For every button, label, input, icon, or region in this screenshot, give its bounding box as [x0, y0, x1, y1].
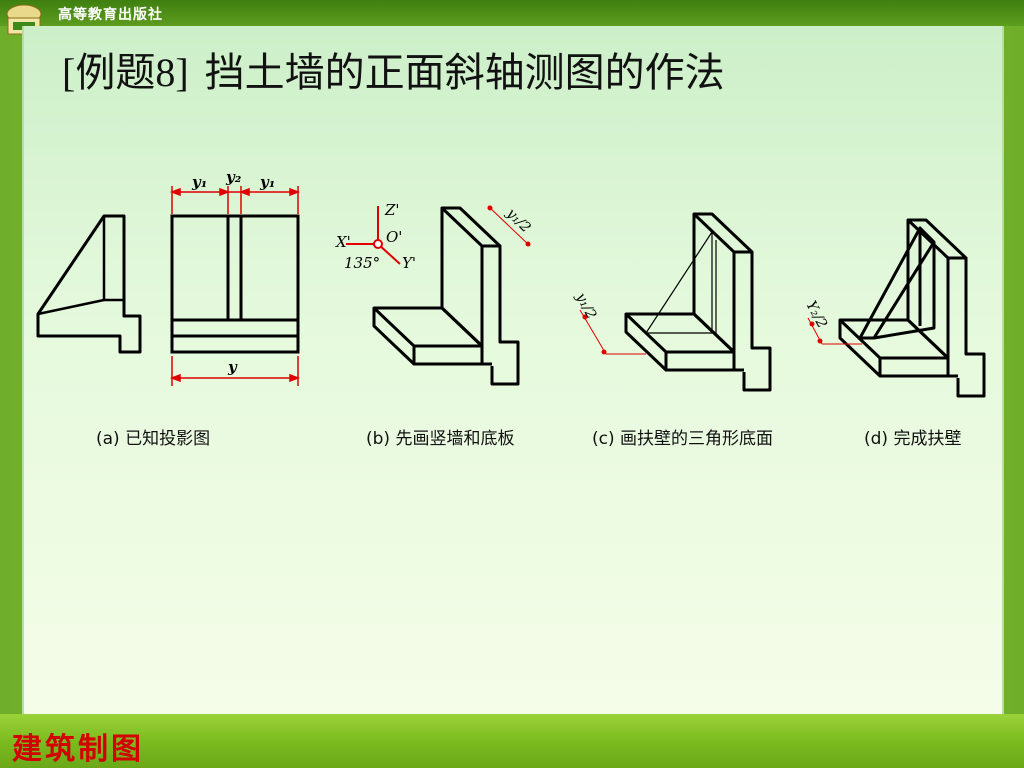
figure-c-dimension: [579, 309, 646, 355]
axis-y-label: Y': [402, 254, 416, 272]
top-bar: [0, 0, 1024, 26]
figure-a-side-view: [36, 214, 142, 354]
content-panel: [22, 26, 1004, 714]
page-title: [例题8] 挡土墙的正面斜轴测图的作法: [62, 40, 725, 98]
angle-label: 135°: [344, 254, 380, 272]
axis-o-label: O': [386, 228, 402, 246]
figure-d-finished: [838, 218, 986, 398]
caption-a: (a) 已知投影图: [96, 429, 211, 449]
figure-b-dimension: [487, 205, 531, 247]
dim-y1-right: y₁: [259, 173, 275, 191]
figure-a-dimensions: [169, 186, 301, 386]
title-prefix: [例题8]: [62, 50, 189, 95]
figure-b-wall-and-base: [372, 206, 520, 386]
figure-b-axes: [346, 206, 401, 265]
figure-c-buttress-base: [624, 212, 772, 392]
axis-z-label: Z': [384, 201, 400, 219]
axis-x-label: X': [335, 233, 351, 251]
dim-y2: y₂: [225, 168, 242, 186]
dim-y1-left: y₁: [191, 173, 207, 191]
caption-c: (c) 画扶壁的三角形底面: [592, 429, 774, 449]
caption-b: (b) 先画竖墙和底板: [366, 429, 515, 449]
footer-course-title: 建筑制图: [12, 732, 144, 767]
publisher-name: 高等教育出版社: [58, 7, 163, 23]
figure-a-front-view: [170, 214, 300, 354]
caption-d: (d) 完成扶壁: [864, 429, 962, 449]
figure-d-dimension: [807, 317, 862, 345]
title-main: 挡土墙的正面斜轴测图的作法: [204, 50, 725, 96]
figure-c-dim-label: y₁/2: [572, 289, 599, 321]
figure-c-triangle: [645, 231, 717, 334]
bottom-bar: [0, 714, 1024, 768]
figure-b-dim-label: y₁/2: [502, 205, 533, 236]
dim-y: y: [227, 358, 238, 376]
figure-d-dim-label: Y₂/2: [802, 298, 830, 331]
